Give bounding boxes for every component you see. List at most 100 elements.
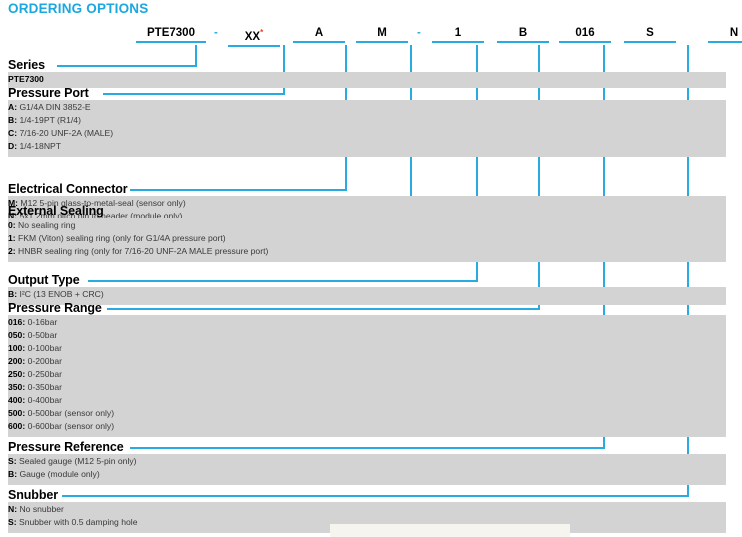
option-code-pressure-range-2: 100: <box>8 343 26 353</box>
section-title-pressure-port: Pressure Port <box>8 86 89 100</box>
option-code-external-sealing-0: 0: <box>8 220 16 230</box>
option-desc-electrical-connector-0: M12 5-pin glass-to-metal-seal (sensor on… <box>20 198 186 208</box>
part-number-code-external-sealing: M <box>377 27 387 39</box>
option-code-pressure-range-1: 050: <box>8 330 26 340</box>
option-desc-pressure-range-4: 0-250bar <box>27 369 62 379</box>
option-desc-pressure-range-6: 0-400bar <box>27 395 62 405</box>
part-number-rule-pressure-range <box>497 41 549 43</box>
option-code-external-sealing-1: 1: <box>8 233 16 243</box>
option-desc-pressure-port-1: 1/4-19PT (R1/4) <box>19 115 81 125</box>
part-number-rule-snubber <box>624 41 676 43</box>
option-pressure-range-2: 100: 0-100bar <box>8 343 62 354</box>
option-pressure-port-0: A: G1/4A DIN 3852-E <box>8 102 91 113</box>
option-desc-pressure-range-5: 0-350bar <box>27 382 62 392</box>
option-series-0: PTE7300 <box>8 74 44 85</box>
leader-line-snubber <box>687 45 689 497</box>
option-external-sealing-2: 2: HNBR sealing ring (only for 7/16-20 U… <box>8 246 268 257</box>
section-title-series: Series <box>8 58 45 72</box>
option-desc-pressure-range-2: 0-100bar <box>27 343 62 353</box>
option-desc-pressure-range-3: 0-200bar <box>27 356 62 366</box>
option-snubber-0: N: No snubber <box>8 504 64 515</box>
section-band-pressure-range <box>8 315 726 437</box>
leader-line-output-type <box>476 45 478 282</box>
option-desc-pressure-range-0: 0-16bar <box>27 317 58 327</box>
part-number-rule-external-sealing <box>356 41 408 43</box>
part-number-rule-pressure-port <box>228 44 280 47</box>
part-number-segment-electrical-connector: A <box>293 26 345 43</box>
section-band-series <box>8 72 726 88</box>
option-desc-snubber-1: Snubber with 0.5 damping hole <box>18 517 138 527</box>
part-number-code-pressure-reference: 016 <box>575 27 595 39</box>
leader-connector-pressure-reference <box>130 447 605 449</box>
option-desc-pressure-range-1: 0-50bar <box>27 330 58 340</box>
option-code-pressure-range-8: 600: <box>8 421 26 431</box>
section-title-pressure-range: Pressure Range <box>8 301 102 315</box>
option-desc-pressure-reference-0: Sealed gauge (M12 5-pin only) <box>18 456 137 466</box>
option-code-pressure-reference-0: S: <box>8 456 17 466</box>
option-code-pressure-port-3: D: <box>8 141 18 151</box>
section-title-external-sealing: External Sealing <box>8 204 104 218</box>
leader-line-series <box>195 45 197 67</box>
option-desc-external-sealing-0: No sealing ring <box>18 220 76 230</box>
section-title-electrical-connector: Electrical Connector <box>8 182 128 196</box>
part-number-rule-output-type <box>432 41 484 43</box>
leader-connector-series <box>57 65 197 67</box>
option-pressure-range-6: 400: 0-400bar <box>8 395 62 406</box>
option-desc-pressure-range-7: 0-500bar (sensor only) <box>27 408 115 418</box>
part-number-separator-1: - <box>214 27 218 39</box>
part-number-code-electrical-connector: A <box>314 27 324 39</box>
option-pressure-range-5: 350: 0-350bar <box>8 382 62 393</box>
part-number-segment-series: PTE7300 <box>136 26 206 43</box>
option-pressure-range-0: 016: 0-16bar <box>8 317 57 328</box>
section-band-external-sealing <box>8 218 726 262</box>
leader-connector-snubber <box>62 495 689 497</box>
part-number-code-pressure-port: XX* <box>244 28 264 43</box>
option-code-pressure-range-5: 350: <box>8 382 26 392</box>
part-number-code-output-type: 1 <box>454 27 462 39</box>
option-code-external-sealing-2: 2: <box>8 246 16 256</box>
option-desc-pressure-port-0: G1/4A DIN 3852-E <box>19 102 91 112</box>
option-code-pressure-port-0: A: <box>8 102 18 112</box>
option-code-output-type-0: B: <box>8 289 18 299</box>
option-pressure-port-3: D: 1/4-18NPT <box>8 141 61 152</box>
option-desc-pressure-range-8: 0-600bar (sensor only) <box>27 421 115 431</box>
option-pressure-port-1: B: 1/4-19PT (R1/4) <box>8 115 81 126</box>
part-number-segment-pressure-reference: 016 <box>559 26 611 43</box>
section-band-output-type <box>8 287 726 305</box>
option-pressure-reference-1: B: Gauge (module only) <box>8 469 100 480</box>
part-number-row: PTE7300 - XX* A M - 1 B 016 S N <box>0 26 742 48</box>
option-desc-snubber-0: No snubber <box>19 504 64 514</box>
part-number-segment-pressure-port: XX* <box>228 26 280 47</box>
part-number-segment-output-type: 1 <box>432 26 484 43</box>
option-pressure-range-1: 050: 0-50bar <box>8 330 57 341</box>
option-desc-pressure-port-3: 1/4-18NPT <box>19 141 62 151</box>
part-number-segment-external-sealing: M <box>356 26 408 43</box>
leader-line-pressure-port <box>283 45 285 95</box>
option-external-sealing-0: 0: No sealing ring <box>8 220 75 231</box>
option-code-snubber-0: N: <box>8 504 18 514</box>
option-code-electrical-connector-0: M: <box>8 198 19 208</box>
part-number-separator-2: - <box>417 27 421 39</box>
part-number-rule-series <box>136 41 206 43</box>
part-number-segment-last: N <box>708 26 742 43</box>
option-code-electrical-connector-1: N: <box>8 211 18 221</box>
section-band-pressure-port <box>8 100 726 157</box>
option-code-pressure-range-7: 500: <box>8 408 26 418</box>
section-title-output-type: Output Type <box>8 273 80 287</box>
leader-connector-electrical-connector <box>130 189 347 191</box>
leader-connector-pressure-port <box>103 93 285 95</box>
part-number-segment-snubber: S <box>624 26 676 43</box>
option-pressure-range-3: 200: 0-200bar <box>8 356 62 367</box>
asterisk-note-icon: * <box>260 28 264 37</box>
part-number-code-series: PTE7300 <box>147 27 195 39</box>
option-desc-external-sealing-1: FKM (Viton) sealing ring (only for G1/4A… <box>18 233 226 243</box>
option-desc-pressure-port-2: 7/16-20 UNF-2A (MALE) <box>19 128 114 138</box>
option-desc-output-type-0: I²C (13 ENOB + CRC) <box>19 289 104 299</box>
part-number-rule-pressure-reference <box>559 41 611 43</box>
option-output-type-0: B: I²C (13 ENOB + CRC) <box>8 289 104 300</box>
option-desc-external-sealing-2: HNBR sealing ring (only for 7/16-20 UNF-… <box>18 246 269 256</box>
leader-connector-output-type <box>88 280 478 282</box>
option-code-pressure-range-3: 200: <box>8 356 26 366</box>
option-desc-pressure-reference-1: Gauge (module only) <box>19 469 100 479</box>
option-snubber-1: S: Snubber with 0.5 damping hole <box>8 517 137 528</box>
